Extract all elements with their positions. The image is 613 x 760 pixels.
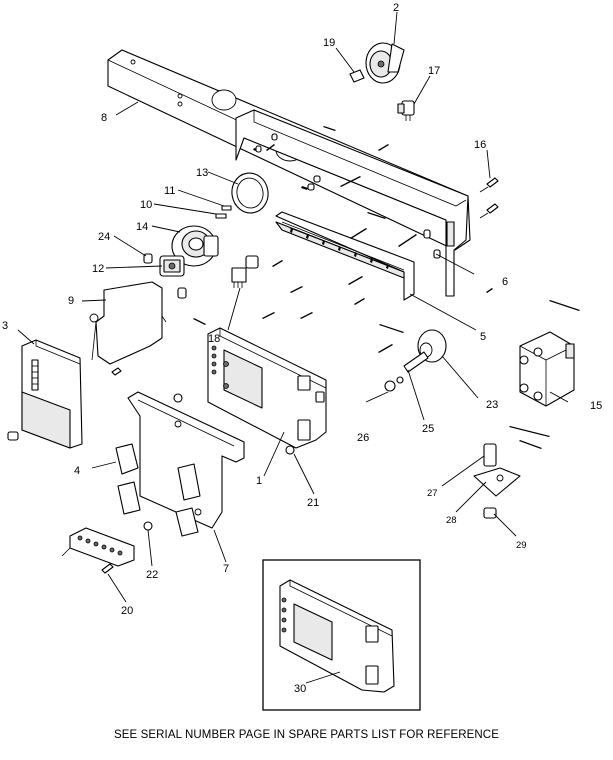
callout-6: 6 — [502, 276, 508, 288]
retainer-clips — [115, 443, 201, 537]
callout-20: 20 — [121, 605, 133, 617]
callout-30: 30 — [294, 683, 306, 695]
hinge-bracket — [275, 211, 415, 301]
base-bracket — [127, 391, 245, 529]
callout-18: 18 — [208, 333, 220, 345]
rocker-switch — [397, 100, 415, 121]
callout-12: 12 — [92, 263, 104, 275]
callout-23: 23 — [486, 399, 498, 411]
callout-28: 28 — [446, 515, 457, 526]
callout-24: 24 — [98, 231, 110, 243]
main-control-board — [173, 327, 327, 455]
pin-assembly — [473, 443, 521, 519]
damper-motor — [159, 255, 187, 299]
callout-17: 17 — [428, 65, 440, 77]
fuse-holder — [384, 329, 447, 392]
callout-14: 14 — [136, 221, 148, 233]
control-bracket — [89, 281, 167, 376]
callout-1: 1 — [256, 475, 262, 487]
callout-10: 10 — [140, 199, 152, 211]
callout-11: 11 — [164, 185, 175, 197]
callout-16: 16 — [474, 139, 486, 151]
control-knob — [349, 42, 405, 84]
spacer-24 — [143, 253, 153, 264]
front-frame-panel — [235, 109, 469, 297]
callout-15: 15 — [590, 400, 602, 412]
contactor-relay — [519, 331, 575, 407]
control-module — [7, 339, 83, 449]
callout-19: 19 — [323, 37, 335, 49]
motor-screws — [215, 205, 232, 219]
callout-29: 29 — [516, 540, 527, 551]
callout-2: 2 — [393, 2, 399, 14]
mounting-screws — [479, 177, 499, 219]
callout-7: 7 — [223, 563, 229, 575]
callout-labels: 2 19 17 8 16 13 11 10 14 24 12 6 9 3 5 1… — [2, 2, 602, 695]
callout-25: 25 — [422, 423, 434, 435]
callout-3: 3 — [2, 320, 8, 332]
footer-reference-note: SEE SERIAL NUMBER PAGE IN SPARE PARTS LI… — [114, 729, 499, 741]
callout-13: 13 — [196, 167, 208, 179]
callout-21: 21 — [307, 497, 319, 509]
callout-26: 26 — [357, 432, 369, 444]
terminal-strip — [61, 521, 153, 574]
callout-9: 9 — [68, 295, 74, 307]
callout-5: 5 — [480, 331, 486, 343]
terminal-connector — [231, 255, 259, 288]
callout-27: 27 — [427, 488, 438, 499]
leader-lines — [17, 11, 569, 684]
inset-box — [262, 559, 421, 711]
assembly-lines — [193, 126, 580, 449]
callout-8: 8 — [101, 112, 107, 124]
callout-4: 4 — [74, 465, 80, 477]
replacement-control-board — [279, 579, 395, 693]
gasket-ring — [231, 172, 269, 214]
callout-22: 22 — [146, 569, 158, 581]
